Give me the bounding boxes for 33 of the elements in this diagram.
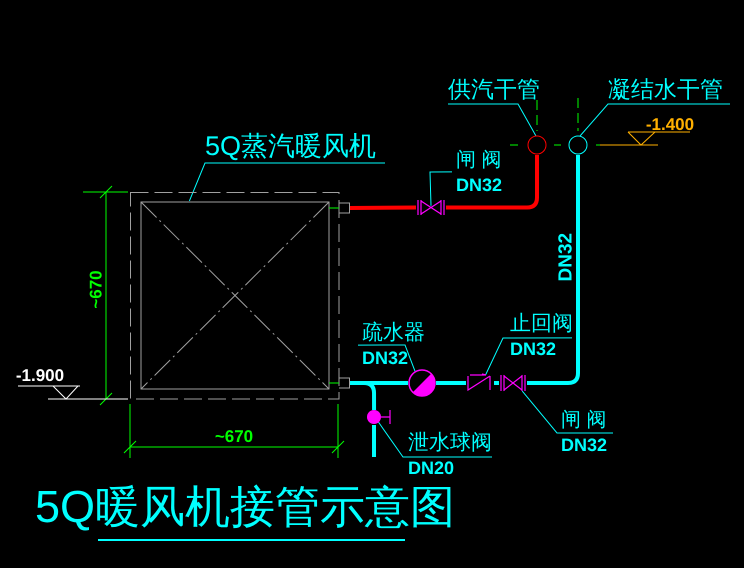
pipe-size-label: DN32 (361, 349, 410, 367)
elevation-label: -1.400 (644, 116, 696, 133)
pipe-size-label: DN32 (560, 436, 608, 454)
component-label: 止回阀 (509, 313, 572, 337)
pipe-label: 供汽干管 (448, 74, 544, 104)
dimension-label: ~670 (214, 428, 254, 445)
pipe-size-label: DN32 (455, 176, 504, 194)
component-label: 泄水球阀 (407, 432, 492, 456)
leader-line (485, 337, 572, 376)
component-label: 疏水器 (361, 322, 422, 346)
leader-line (188, 162, 386, 202)
leader-line (358, 344, 416, 372)
elevation-label: -1.900 (14, 367, 66, 384)
component-label: 闸 阀 (560, 410, 608, 433)
pipe-size-label: DN32 (556, 234, 576, 282)
leader-line (580, 104, 730, 136)
pipe-size-label: DN32 (509, 340, 558, 358)
pipe-label: 5Q蒸汽暖风机 (205, 130, 385, 163)
pipe (446, 155, 539, 210)
pipe-label: 凝结水干管 (608, 74, 730, 104)
pipe-size-label: DN20 (407, 459, 456, 477)
dimension-label: ~670 (88, 269, 104, 311)
pipe (527, 155, 580, 385)
leader-line (448, 104, 536, 136)
pipe (350, 380, 376, 410)
leader-line (430, 171, 452, 206)
title: 5Q暖风机接管示意图 (35, 484, 456, 529)
leader-line (522, 390, 614, 434)
pipe (494, 381, 499, 385)
leader-line (377, 420, 492, 458)
component-label: 闸 阀 (455, 150, 503, 173)
pipe (436, 381, 466, 385)
pipe (350, 206, 416, 210)
